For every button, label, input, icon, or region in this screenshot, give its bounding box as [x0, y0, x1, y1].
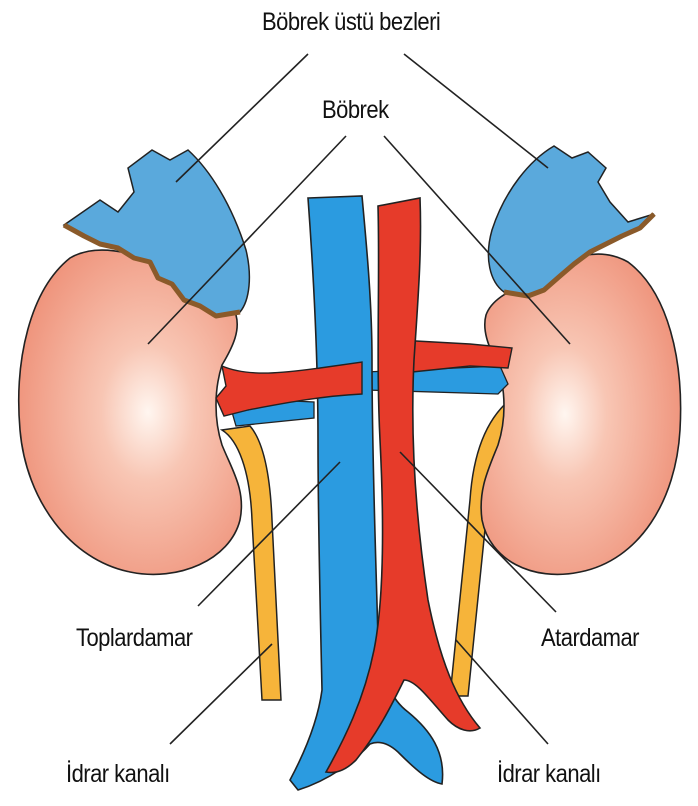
leader-ureter-left — [170, 644, 272, 744]
label-ureter-right: İdrar kanalı — [497, 760, 601, 789]
label-ureter-left: İdrar kanalı — [66, 760, 170, 789]
label-artery: Atardamar — [541, 624, 639, 653]
label-vein: Toplardamar — [76, 624, 192, 653]
label-kidney: Böbrek — [322, 96, 389, 125]
leader-adrenal-right — [404, 54, 548, 168]
right-kidney — [481, 254, 680, 574]
label-adrenal-glands: Böbrek üstü bezleri — [262, 8, 440, 37]
leader-adrenal-left — [176, 54, 308, 182]
